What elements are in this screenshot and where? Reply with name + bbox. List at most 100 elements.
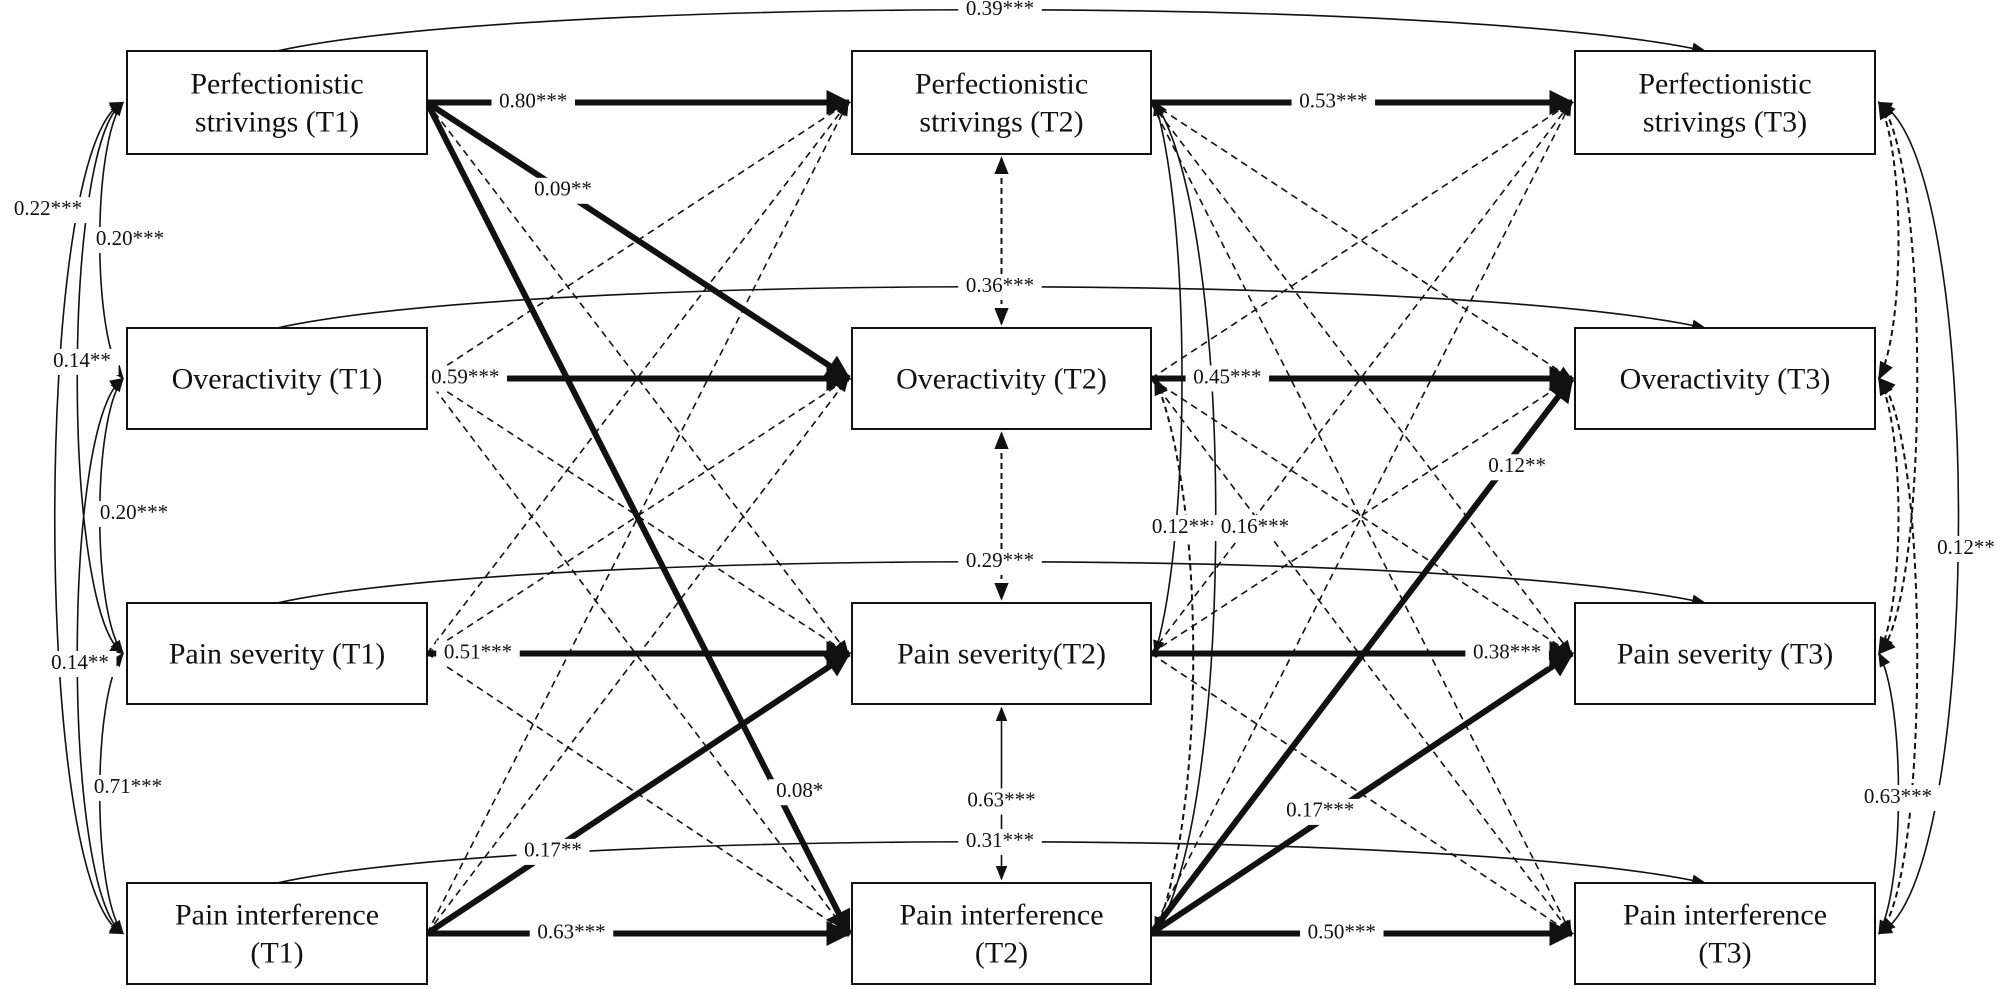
coefficient-text: 0.22*** (14, 196, 82, 220)
box-outline (126, 327, 428, 430)
variable-name: Perfectionistic (915, 68, 1088, 101)
variable-name: (T1) (250, 937, 303, 970)
variable-name: Pain severity(T2) (897, 638, 1106, 671)
label-background (423, 365, 507, 392)
variable-name: Overactivity (T2) (896, 363, 1107, 396)
correlation-ps1-pi1 (54, 101, 125, 935)
coefficient-text: 0.36*** (966, 273, 1034, 297)
label-background (959, 788, 1044, 815)
correlation-label: 0.22*** (6, 196, 90, 223)
path-label: 0.59*** (423, 364, 507, 392)
coefficient-text: 0.29*** (966, 548, 1034, 572)
box-outline (126, 882, 428, 985)
variable-box-pi2: Pain interference (T2) (851, 882, 1152, 985)
box-outline (1574, 602, 1876, 705)
label-background (958, 829, 1042, 855)
label-background (1278, 798, 1363, 825)
path-ps2-sev3 (1150, 102, 1572, 655)
coefficient-text: 0.17** (524, 838, 582, 862)
coefficient-text: 0.12*** (1152, 514, 1220, 538)
coefficient-text: 0.14** (53, 348, 111, 372)
variable-name: strivings (T3) (1643, 106, 1807, 139)
label-background (86, 775, 170, 801)
variable-box-sev3: Pain severity (T3) (1574, 602, 1876, 705)
coefficient-text: 0.63*** (537, 919, 605, 943)
correlation-label: 0.14** (45, 348, 119, 375)
box-outline (1574, 327, 1876, 430)
variable-box-sev1: Pain severity (T1) (126, 602, 428, 705)
label-background (1213, 515, 1297, 541)
coefficient-text: 0.08* (776, 778, 823, 802)
label-background (436, 640, 520, 667)
label-background (1185, 365, 1270, 392)
variable-name: (T3) (1698, 937, 1751, 970)
coefficient-text: 0.20*** (100, 500, 168, 524)
variable-box-pi1: Pain interference (T1) (126, 882, 428, 985)
path-label: 0.51*** (436, 639, 520, 667)
correlation-ps1-sev1 (76, 101, 125, 655)
label-background (43, 651, 117, 677)
path-label: 0.45*** (1185, 364, 1270, 392)
variable-name: Overactivity (T3) (1620, 363, 1831, 396)
path-label: 0.53*** (1291, 88, 1376, 116)
label-background (1929, 536, 2000, 562)
variable-name: Overactivity (T1) (172, 363, 383, 396)
correlation-label: 0.14** (43, 650, 117, 677)
correlation-label: 0.16*** (1213, 514, 1297, 541)
box-outline (1574, 50, 1876, 155)
path-ps1-oa2 (425, 99, 852, 382)
coefficient-text: 0.63*** (1864, 784, 1932, 808)
variable-name: Pain interference (1623, 899, 1827, 932)
path-label: 0.09** (526, 177, 600, 204)
coefficient-text: 0.39*** (966, 0, 1034, 20)
variable-name: Pain interference (175, 899, 379, 932)
box-outline (851, 327, 1152, 430)
label-background (958, 549, 1042, 575)
correlation-label: 0.12** (1929, 535, 2000, 562)
correlation-ps3-oa3 (1878, 100, 1900, 381)
correlation-oa3-pi3 (1877, 377, 1919, 935)
variable-name: Pain interference (899, 899, 1103, 932)
path-label: 0.63*** (529, 919, 614, 947)
coefficient-text: 0.20*** (96, 226, 164, 250)
coefficient-text: 0.80*** (499, 88, 567, 112)
box-outline (851, 882, 1152, 985)
coefficient-text: 0.59*** (431, 364, 499, 388)
label-background (45, 349, 119, 375)
label-background (1856, 785, 1940, 811)
variable-name: (T2) (975, 937, 1028, 970)
label-background (88, 227, 172, 253)
label-background (516, 838, 590, 865)
label-background (92, 501, 176, 527)
box-outline (1574, 882, 1876, 985)
coefficient-text: 0.50*** (1308, 919, 1376, 943)
coefficient-text: 0.09** (534, 177, 592, 201)
correlation-label: 0.71*** (86, 774, 170, 801)
label-background (1465, 640, 1549, 667)
path-label: 0.17*** (1278, 798, 1363, 825)
label-background (958, 0, 1042, 23)
coefficient-text: 0.17*** (1286, 798, 1354, 822)
box-outline (126, 602, 428, 705)
variable-box-oa1: Overactivity (T1) (126, 327, 428, 430)
path-ps1-sev2 (426, 102, 849, 655)
variable-box-oa3: Overactivity (T3) (1574, 327, 1876, 430)
label-background (491, 89, 575, 116)
coefficient-text: 0.45*** (1193, 364, 1261, 388)
coefficient-text: 0.38*** (1473, 639, 1541, 663)
coefficient-text: 0.53*** (1299, 88, 1367, 112)
correlation-label: 0.63*** (959, 787, 1044, 815)
coefficient-text: 0.16*** (1221, 514, 1289, 538)
coefficient-text: 0.51*** (444, 639, 512, 663)
label-background (1291, 89, 1376, 116)
variable-name: Perfectionistic (190, 68, 363, 101)
path-label: 0.12** (1480, 453, 1554, 481)
path-pi1-sev2 (425, 651, 852, 936)
variable-name: strivings (T2) (919, 106, 1083, 139)
path-sev1-ps2 (426, 101, 849, 654)
long-path-label: 0.39*** (958, 0, 1042, 23)
coefficient-text: 0.12** (1488, 453, 1546, 477)
label-background (1480, 454, 1554, 481)
